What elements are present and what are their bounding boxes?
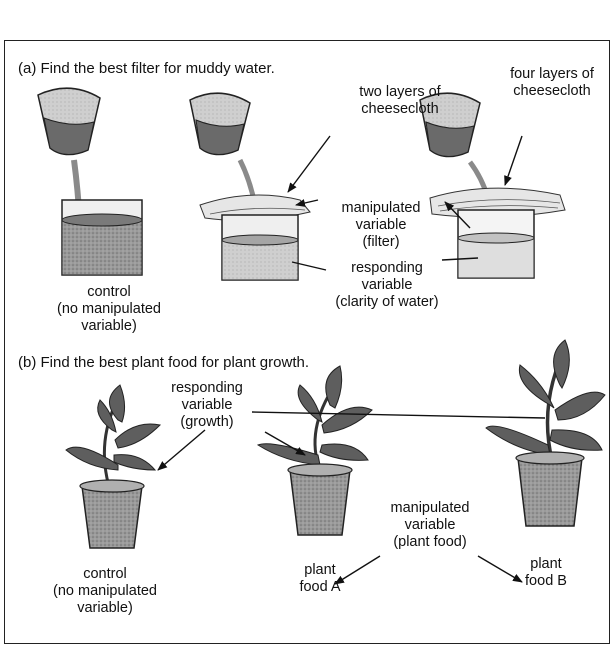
- beaker-two-layers: [222, 215, 298, 280]
- plant-food-b-label: plant food B: [506, 556, 586, 590]
- plant-food-b: [486, 340, 605, 526]
- manipulated-variable-filter-label: manipulated variable (filter): [318, 200, 444, 251]
- plant-control: [66, 385, 160, 548]
- beaker-four-layers: [458, 210, 534, 278]
- responding-variable-clarity-label: responding variable (clarity of water): [324, 260, 450, 311]
- pouring-cup-2: [190, 93, 255, 205]
- beaker-control: [62, 200, 142, 275]
- part-a-heading: (a) Find the best filter for muddy water…: [18, 60, 275, 77]
- two-layers-label: two layers of cheesecloth: [340, 84, 460, 118]
- part-b-pointers: [158, 412, 545, 584]
- part-b-heading: (b) Find the best plant food for plant g…: [18, 354, 309, 371]
- control-label-a: control (no manipulated variable): [44, 284, 174, 335]
- control-label-b: control (no manipulated variable): [40, 566, 170, 617]
- four-layers-label: four layers of cheesecloth: [490, 66, 614, 100]
- responding-variable-growth-label: responding variable (growth): [152, 380, 262, 431]
- plant-food-a-label: plant food A: [280, 562, 360, 596]
- plant-food-a: [258, 366, 372, 535]
- manipulated-variable-plant-food-label: manipulated variable (plant food): [372, 500, 488, 551]
